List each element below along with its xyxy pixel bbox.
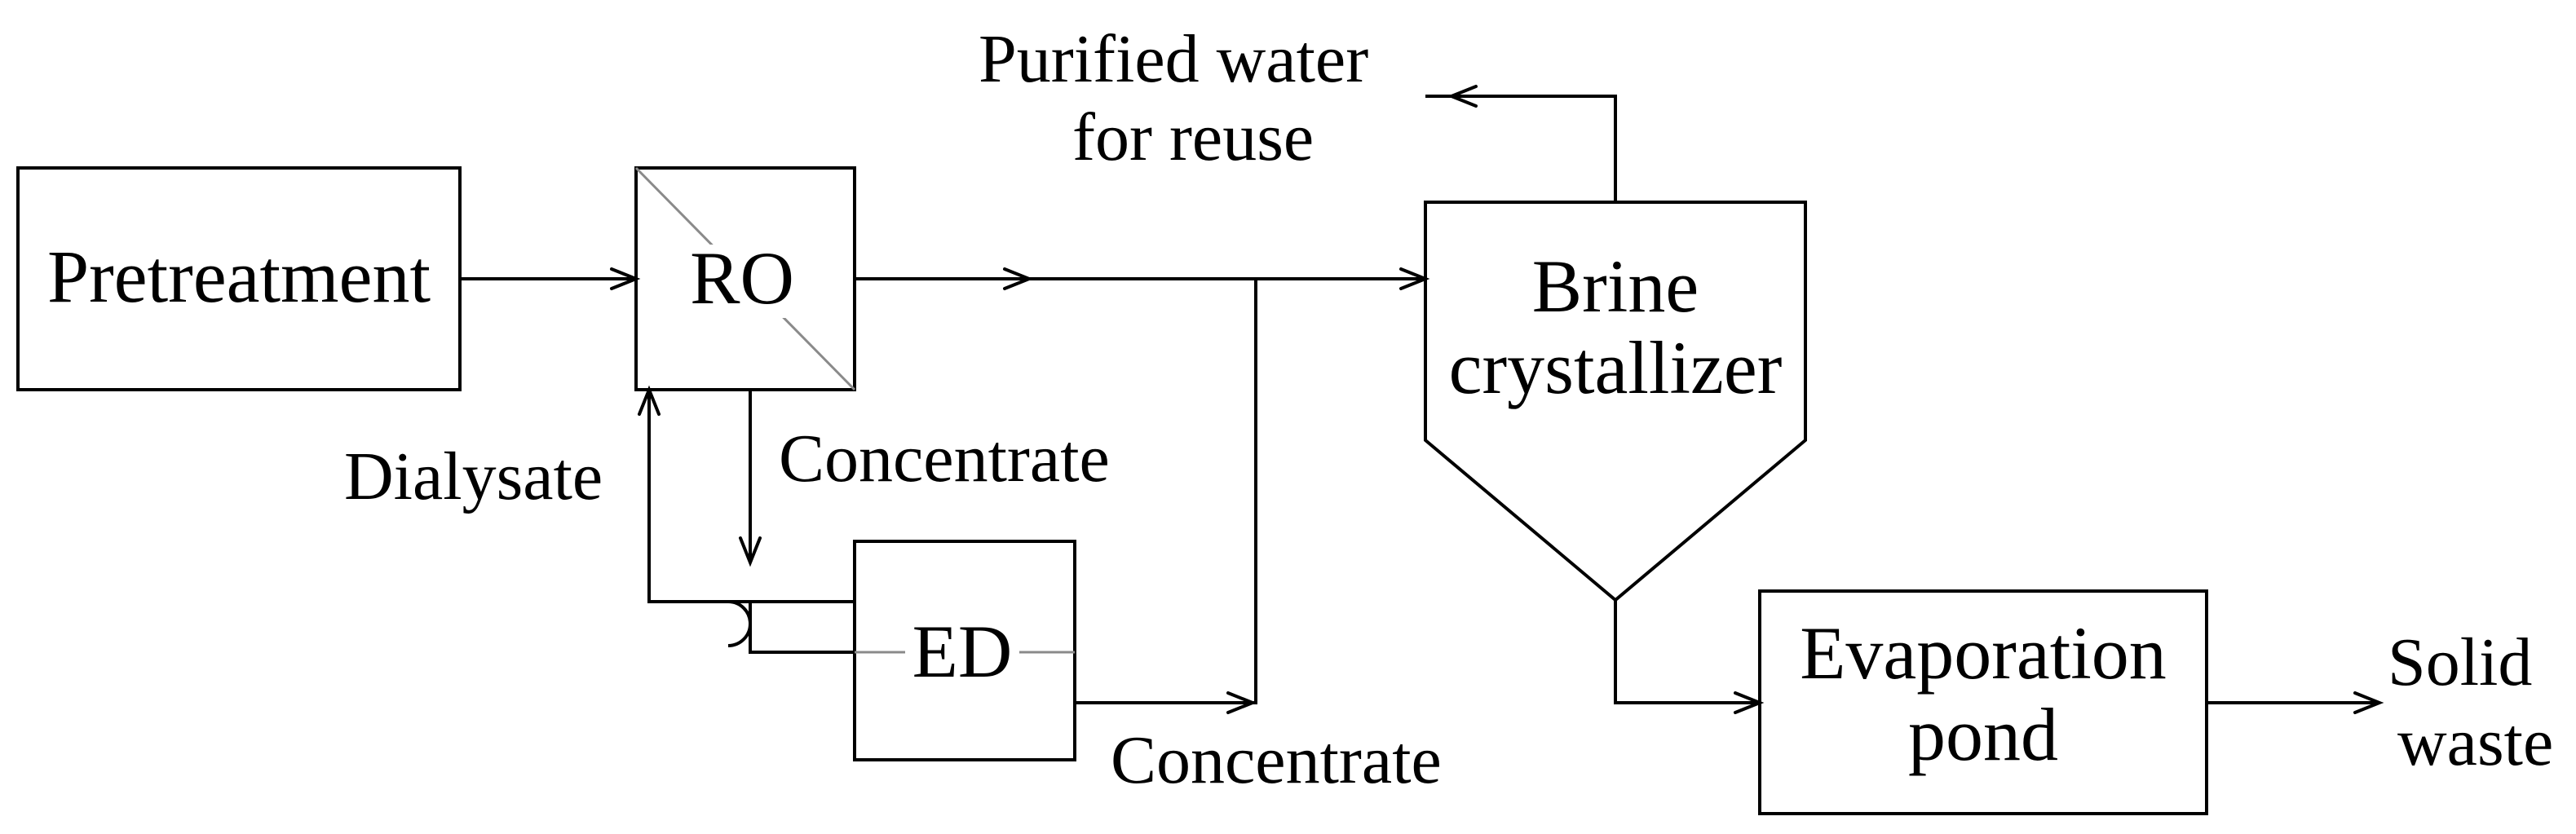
pond-label-line2: pond [1908, 693, 2058, 776]
ed-concentrate-label: Concentrate [1111, 722, 1442, 798]
arrowhead-ed-concentrate [1226, 691, 1257, 714]
ed-label-bg [905, 613, 1019, 686]
ro-concentrate-label: Concentrate [779, 421, 1110, 496]
flow-into-ed [749, 602, 855, 654]
pretreatment-box [16, 166, 462, 391]
arrowhead-into-crystallizer [1399, 267, 1430, 290]
arrowhead-purified-water [1447, 85, 1478, 108]
brine-crystallizer-vessel [1424, 201, 1807, 602]
arrowhead-solid-waste [2353, 691, 2384, 714]
purified-water-label-line1: Purified water [979, 21, 1368, 97]
arrowhead-ro-concentrate [739, 536, 762, 567]
pretreatment-label: Pretreatment [47, 235, 431, 318]
solid-waste-label-line1: Solid [2388, 624, 2532, 700]
dialysate-crossover-hop [727, 600, 752, 647]
arrowhead-into-ro [610, 267, 641, 290]
evaporation-pond-box [1758, 589, 2208, 815]
ro-label-bg [681, 245, 803, 318]
flow-crystallizer-to-pond [1614, 600, 1760, 704]
flow-dialysate-to-ro [647, 390, 728, 603]
arrowhead-dialysate-into-ro [638, 385, 661, 416]
dialysate-label: Dialysate [344, 439, 603, 514]
purified-water-label-line2: for reuse [1072, 99, 1314, 175]
arrowhead-mid-ro-line [1003, 267, 1034, 290]
ed-label: ED [912, 610, 1013, 693]
ro-label: RO [690, 236, 794, 320]
crystallizer-label-line2: crystallizer [1449, 326, 1783, 409]
crystallizer-label-line1: Brine [1532, 245, 1699, 328]
flow-purified-water [1425, 95, 1617, 202]
arrowhead-into-pond [1734, 691, 1765, 714]
pond-label-line1: Evaporation [1800, 611, 2167, 695]
solid-waste-label-line2: waste [2397, 704, 2553, 780]
